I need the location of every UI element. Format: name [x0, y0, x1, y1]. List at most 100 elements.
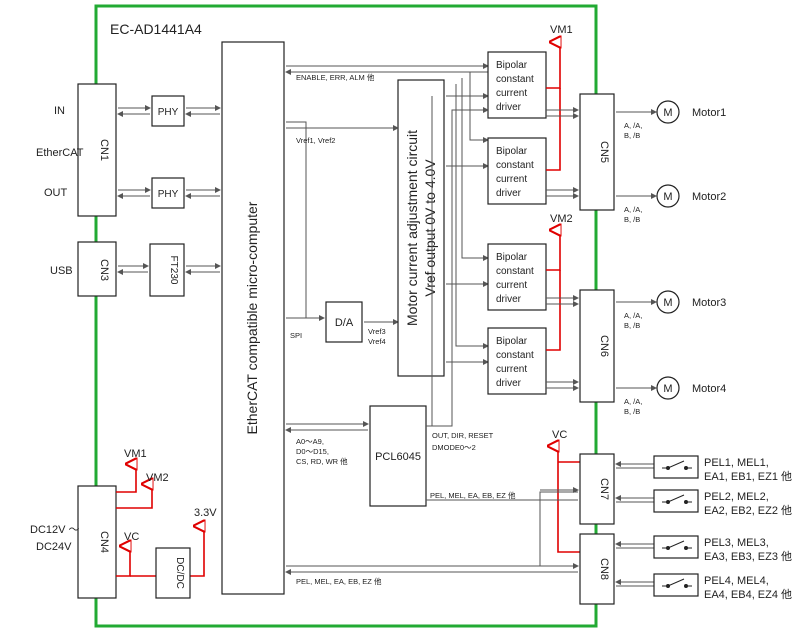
vc-label: VC [552, 429, 567, 441]
vref4-label: Vref4 [368, 337, 386, 346]
phase-label: A, /A, [624, 205, 642, 214]
cn5-label: CN5 [598, 141, 610, 163]
motor-icon [656, 184, 680, 208]
motor-name: Motor3 [692, 297, 726, 309]
board-title: EC-AD1441A4 [110, 21, 202, 37]
driver-block [487, 137, 547, 205]
phase-label: A, /A, [624, 311, 642, 320]
pcl6045-block [369, 405, 427, 507]
switch-box [653, 535, 699, 559]
spi-bus [286, 121, 325, 321]
vm2-label: VM2 [550, 213, 573, 225]
switch-icon [662, 540, 692, 549]
cn8-connector [579, 533, 615, 605]
mcu-sensor-label: PEL, MEL, EA, EB, EZ 他 [296, 576, 382, 586]
motor-name: Motor1 [692, 107, 726, 119]
phase-label: B, /B [624, 321, 640, 330]
driver-label: constant [496, 350, 534, 361]
cn1-label: CN1 [98, 139, 110, 161]
vm1-label-left: VM1 [124, 448, 147, 460]
cn8-to-pcl [539, 500, 578, 567]
driver-label: driver [496, 378, 522, 389]
motor-icon [656, 290, 680, 314]
driver-block [487, 51, 547, 119]
vref3-label: Vref3 [368, 327, 386, 336]
driver-label: Bipolar [496, 252, 528, 263]
switch-icon [662, 494, 692, 503]
driver-block [487, 243, 547, 311]
addr-label-1: A0～A9, [296, 437, 324, 446]
motor-symbol: M [663, 191, 672, 203]
driver-label: driver [496, 294, 522, 305]
cn6-label: CN6 [598, 335, 610, 357]
driver-label: current [496, 280, 527, 291]
driver-label: constant [496, 266, 534, 277]
phase-label: B, /B [624, 131, 640, 140]
phy2-block [151, 177, 185, 209]
pcl-out-label-1: OUT, DIR, RESET [432, 431, 494, 440]
driver-label: constant [496, 74, 534, 85]
phase-label: A, /A, [624, 121, 642, 130]
sensor-label-1: PEL3, MEL3, [704, 537, 769, 549]
vc-label-left: VC [124, 531, 139, 543]
pcl-out-label-2: DMODE0～2 [432, 443, 476, 452]
da-block [325, 301, 363, 343]
driver-label: constant [496, 160, 534, 171]
switch-icon [662, 578, 692, 587]
sensor-label-1: PEL1, MEL1, [704, 457, 769, 469]
sensor-label-2: EA1, EB1, EZ1 他 [704, 470, 792, 483]
sensor-label-1: PEL2, MEL2, [704, 491, 769, 503]
switch-box [653, 489, 699, 513]
switch-icon [662, 460, 692, 469]
adjust-label-2: Vref output 0V to 4.0V [422, 159, 438, 297]
motor-symbol: M [663, 383, 672, 395]
cn7-connector [579, 453, 615, 525]
phy1-block [151, 95, 185, 127]
out-label: OUT [44, 187, 68, 199]
dcdc-block [155, 547, 191, 599]
sensor-label-1: PEL4, MEL4, [704, 575, 769, 587]
phase-label: A, /A, [624, 397, 642, 406]
phy1-label: PHY [158, 107, 179, 118]
bus-cn1-phy1 [117, 105, 221, 199]
ft230-block [149, 243, 185, 297]
enable-label: ENABLE, ERR, ALM 他 [296, 72, 375, 82]
cn4-label: CN4 [98, 531, 110, 553]
cn3-label: CN3 [98, 259, 110, 281]
driver-label: driver [496, 188, 522, 199]
cn8-label: CN8 [598, 558, 610, 580]
sensor-label-2: EA4, EB4, EZ4 他 [704, 588, 792, 601]
motor-icon [656, 376, 680, 400]
phase-label: B, /B [624, 215, 640, 224]
adjust-label-1: Motor current adjustment circuit [404, 130, 420, 326]
driver-to-connector [546, 107, 579, 391]
power-wires-drivers [546, 44, 580, 553]
motor-symbol: M [663, 107, 672, 119]
switch-box [653, 455, 699, 479]
cn5-connector [579, 93, 615, 211]
usb-label: USB [50, 265, 73, 277]
dcdc-label: DC/DC [174, 557, 185, 589]
ft230-label: FT230 [168, 256, 179, 285]
spi-label: SPI [290, 331, 302, 340]
sensor-label-2: EA2, EB2, EZ2 他 [704, 504, 792, 517]
phase-label: B, /B [624, 407, 640, 416]
adjust-circuit-block [397, 79, 445, 377]
pcl-input-label: PEL, MEL, EA, EB, EZ 他 [430, 490, 516, 500]
motor-name: Motor4 [692, 383, 726, 395]
in-label: IN [54, 105, 65, 117]
pcl-bus [285, 96, 578, 501]
cn4-connector [77, 485, 117, 599]
power-wires-left [116, 466, 205, 577]
driver-label: Bipolar [496, 60, 528, 71]
driver-label: current [496, 88, 527, 99]
pcl6045-label: PCL6045 [375, 451, 421, 463]
dc-label-2: DC24V [36, 541, 72, 553]
motor-symbol: M [663, 297, 672, 309]
driver-block [487, 327, 547, 395]
bus-cn3-ft230 [117, 263, 221, 275]
addr-label-2: D0～D15, [296, 447, 329, 456]
vm2-label-left: VM2 [146, 472, 169, 484]
ethercat-label: EtherCAT [36, 147, 84, 159]
